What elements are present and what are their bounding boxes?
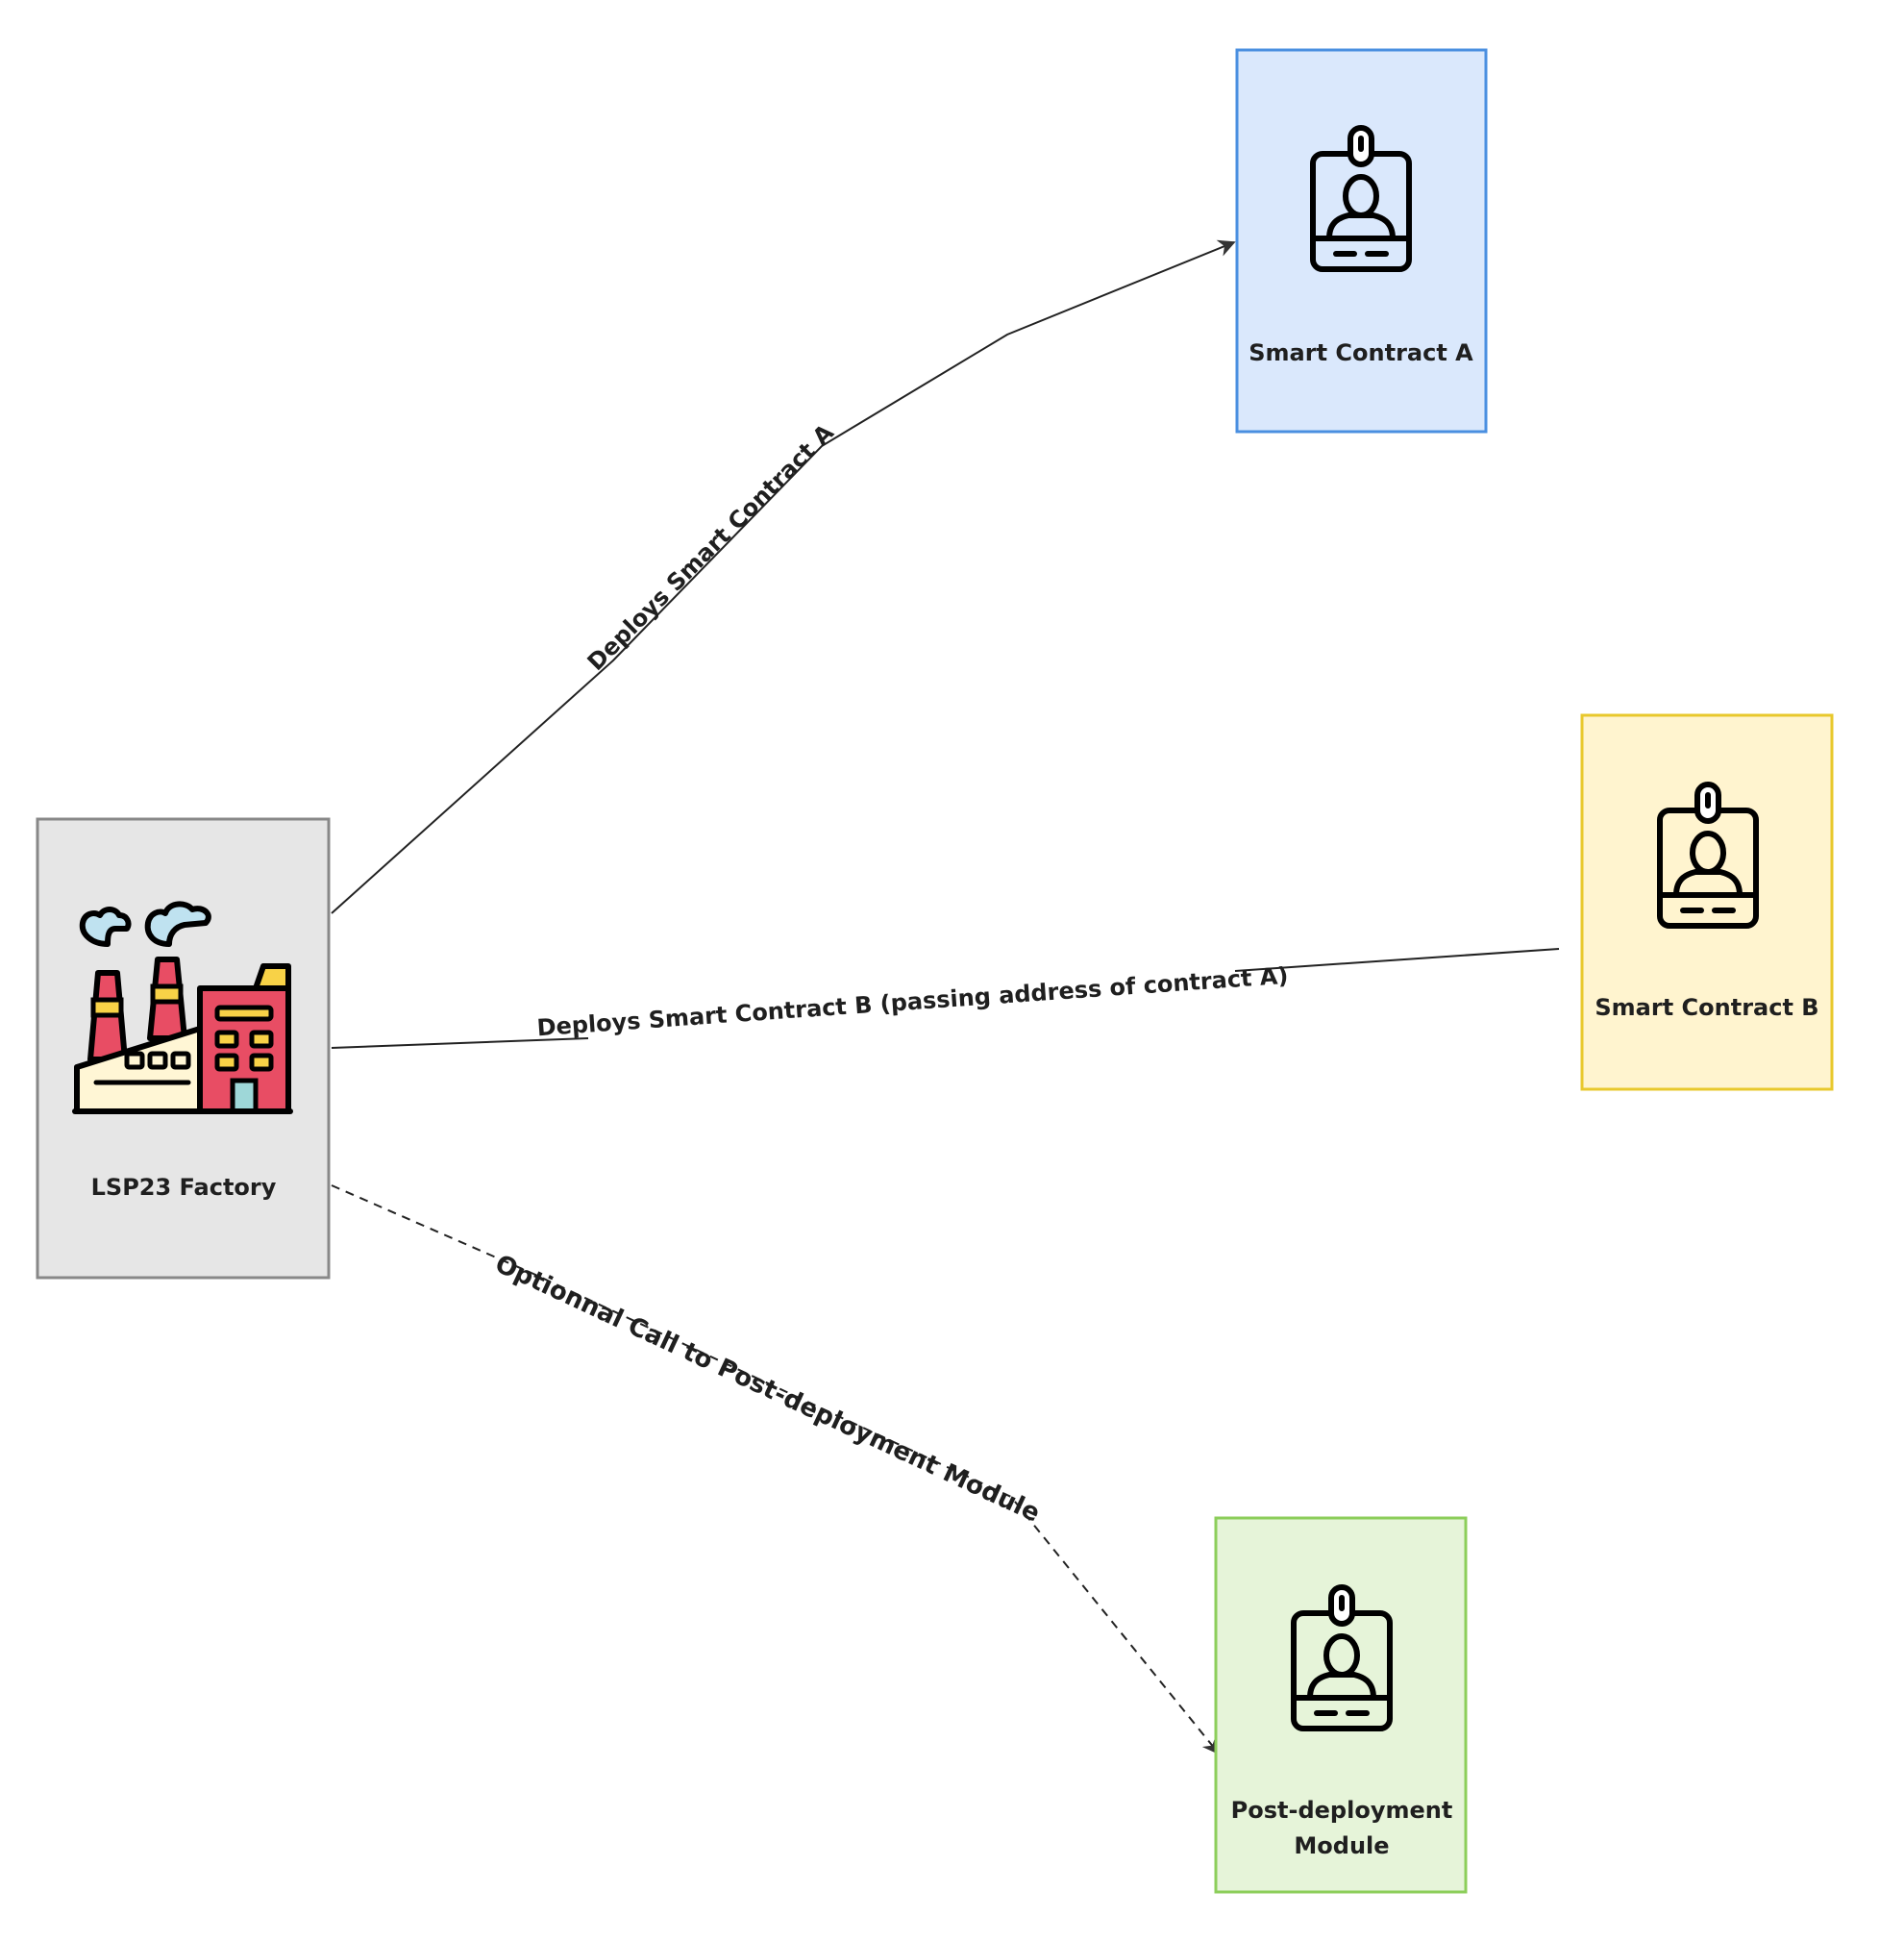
node-lsp23-factory[interactable]: LSP23 Factory	[36, 817, 331, 1280]
edge-post-call-line	[331, 1184, 1221, 1755]
node-post-deployment-module[interactable]: Post-deployment Module	[1214, 1516, 1468, 1894]
factory-icon	[72, 901, 293, 1114]
contract-b-label: Smart Contract B	[1595, 994, 1818, 1021]
edge-deploy-b-line-left	[331, 1037, 589, 1049]
edge-deploy-a-line	[331, 239, 1236, 914]
factory-label: LSP23 Factory	[91, 1174, 277, 1201]
module-label-line1: Post-deployment	[1231, 1797, 1453, 1824]
node-smart-contract-a[interactable]: Smart Contract A	[1235, 48, 1488, 434]
contract-b-box	[1580, 713, 1834, 1091]
node-smart-contract-b[interactable]: Smart Contract B	[1580, 713, 1834, 1091]
contract-a-label: Smart Contract A	[1249, 339, 1473, 366]
module-label-line2: Module	[1294, 1832, 1389, 1859]
edge-deploy-b-label: Deploys Smart Contract B (passing addres…	[536, 962, 1290, 1042]
edge-deploy-a: Deploys Smart Contract A	[331, 239, 1236, 914]
edge-deploy-b-line-right	[1234, 948, 1560, 972]
edge-post-call-label: Optionnal Call to Post-deployment Module	[490, 1250, 1044, 1529]
edge-post-call: Optionnal Call to Post-deployment Module	[331, 1184, 1221, 1755]
module-box	[1214, 1516, 1468, 1894]
edge-deploy-b: Deploys Smart Contract B (passing addres…	[331, 948, 1560, 1049]
edge-deploy-a-label: Deploys Smart Contract A	[582, 418, 839, 675]
